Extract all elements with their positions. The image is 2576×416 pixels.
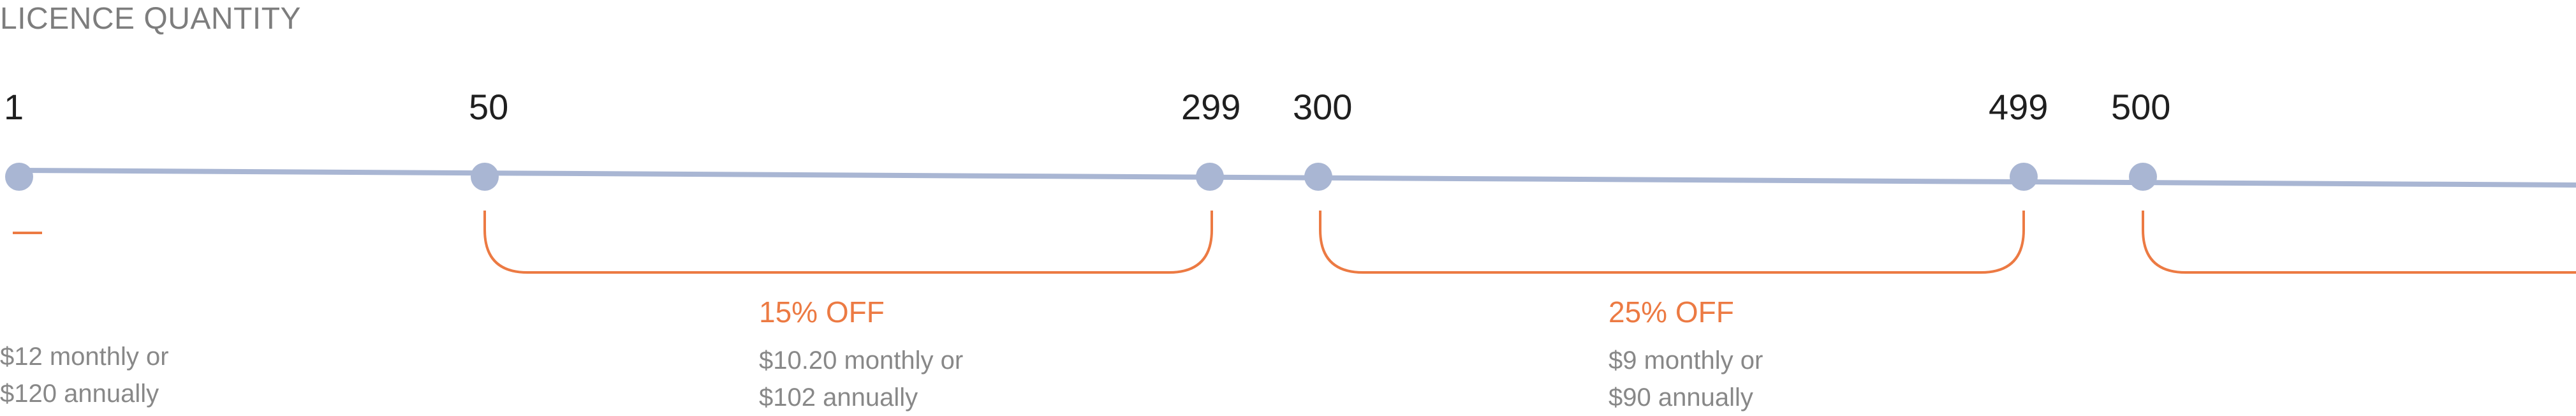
- qty-label-1: 1: [4, 87, 24, 127]
- slider-dot-499[interactable]: [2010, 163, 2038, 191]
- qty-label-500: 500: [2111, 87, 2171, 127]
- price-tier-1-annual: $120 annually: [0, 380, 159, 408]
- slider-dot-300[interactable]: [1304, 163, 1332, 191]
- qty-label-50: 50: [469, 87, 509, 127]
- slider-dot-500[interactable]: [2129, 163, 2157, 191]
- discount-badge-tier-2: 15% OFF: [759, 295, 885, 329]
- price-tier-3: $9 monthly or $90 annually: [1608, 342, 1763, 416]
- bracket-500-plus: [2142, 211, 2576, 274]
- qty-label-299: 299: [1181, 87, 1241, 127]
- slider-line: [18, 168, 2576, 188]
- bracket-300-499: [1319, 211, 2025, 274]
- slider-dot-299[interactable]: [1196, 163, 1224, 191]
- discount-badge-tier-3: 25% OFF: [1608, 295, 1734, 329]
- price-tier-3-annual: $90 annually: [1608, 383, 1753, 412]
- price-tier-3-monthly: $9 monthly or: [1608, 346, 1763, 375]
- bracket-50-299: [483, 211, 1213, 274]
- qty-label-300: 300: [1293, 87, 1353, 127]
- slider-dot-50[interactable]: [471, 163, 499, 191]
- licence-quantity-heading: LICENCE QUANTITY: [0, 2, 302, 36]
- price-tier-2: $10.20 monthly or $102 annually: [759, 342, 963, 416]
- price-tier-2-annual: $102 annually: [759, 383, 918, 412]
- price-tier-2-monthly: $10.20 monthly or: [759, 346, 964, 375]
- price-tier-1: $12 monthly or $120 annually: [0, 338, 169, 412]
- price-tier-1-monthly: $12 monthly or: [0, 343, 169, 371]
- qty-label-499: 499: [1989, 87, 2049, 127]
- slider-dot-1[interactable]: [5, 163, 33, 191]
